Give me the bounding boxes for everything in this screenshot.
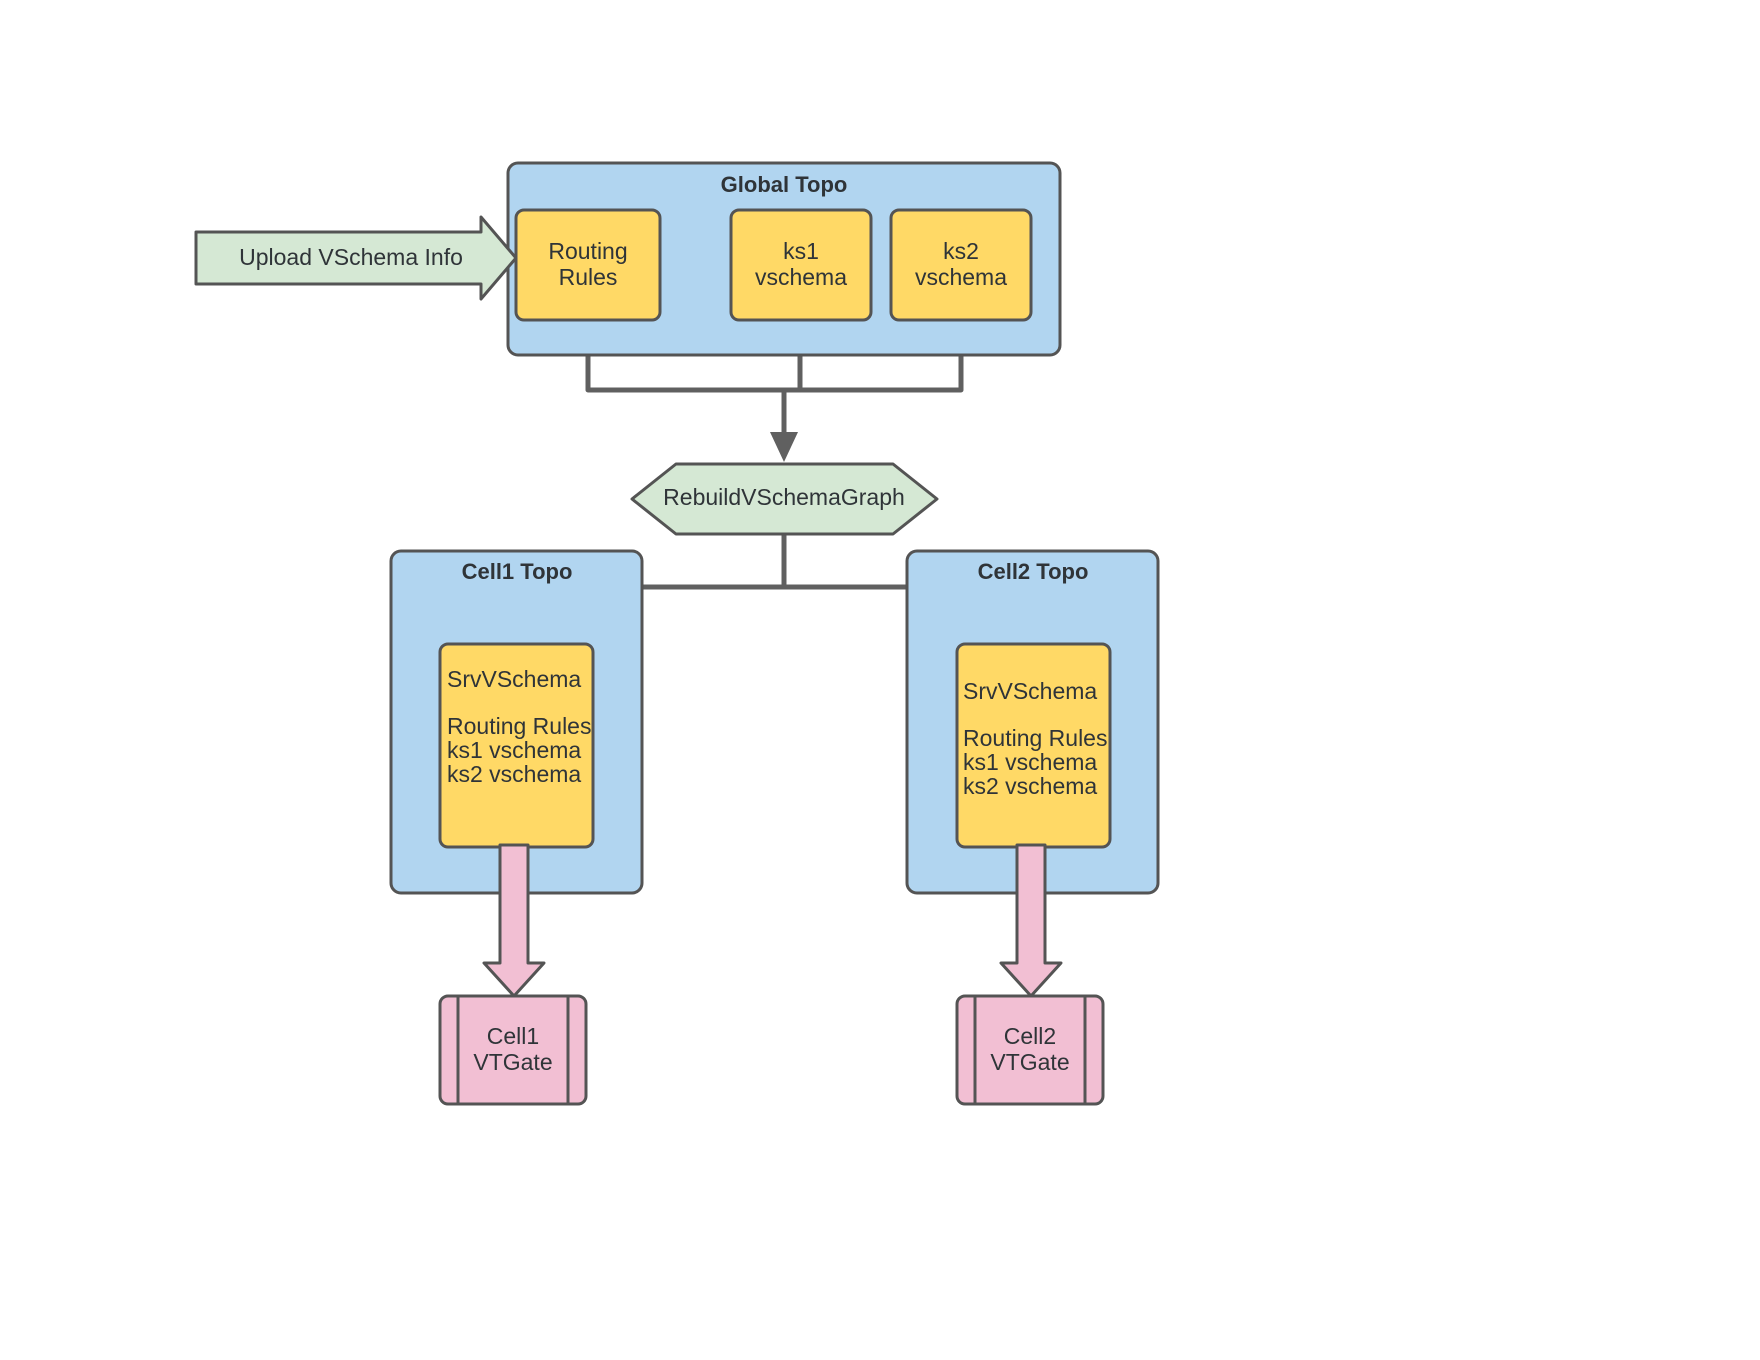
cell2-srvvschema-node[interactable]: SrvVSchema Routing Rules ks1 vschema ks2…	[955, 642, 1112, 849]
node-ks2-vschema[interactable]: ks2 vschema	[889, 208, 1033, 322]
cell1-topo-title: Cell1 Topo	[462, 559, 573, 584]
cell2-srvvschema-line-1: ks1 vschema	[963, 749, 1097, 775]
cell2-vtgate-node[interactable]: Cell2 VTGate	[955, 994, 1105, 1106]
cell1-topo-container[interactable]: Cell1 Topo SrvVSchema Routing Rules ks1 …	[389, 549, 644, 895]
routing-rules-box	[514, 208, 662, 322]
cell1-srvvschema-heading: SrvVSchema	[447, 666, 581, 692]
rebuild-vschema-graph-label: RebuildVSchemaGraph	[663, 484, 905, 510]
upload-arrow-label: Upload VSchema Info	[239, 244, 463, 270]
cell2-srvvschema-line-0: Routing Rules	[963, 725, 1107, 751]
rebuild-vschema-graph-process[interactable]: RebuildVSchemaGraph	[630, 462, 939, 536]
cell2-srvvschema-line-2: ks2 vschema	[963, 773, 1097, 799]
cell2-srvvschema-to-vtgate-arrow	[999, 843, 1063, 998]
ks1-vschema-label-line1: ks1	[783, 238, 819, 264]
node-ks1-vschema[interactable]: ks1 vschema	[729, 208, 873, 322]
arrowhead-rebuild-input	[770, 432, 798, 462]
cell1-srvvschema-line-2: ks2 vschema	[447, 761, 581, 787]
upload-arrow-shape	[194, 215, 518, 301]
routing-rules-label-line2: Rules	[559, 264, 618, 290]
cell2-vtgate-label-line1: Cell2	[1004, 1023, 1056, 1049]
cell1-srvvschema-line-1: ks1 vschema	[447, 737, 581, 763]
routing-rules-label-line1: Routing	[548, 238, 627, 264]
ks2-vschema-label-line2: vschema	[915, 264, 1007, 290]
node-routing-rules[interactable]: Routing Rules	[514, 208, 662, 322]
global-topo-container[interactable]: Global Topo Routing Rules ks1 vschema ks…	[506, 161, 1062, 357]
cell1-vtgate-label-line2: VTGate	[473, 1049, 552, 1075]
ks2-vschema-label-line1: ks2	[943, 238, 979, 264]
cell2-vtgate-label-line2: VTGate	[990, 1049, 1069, 1075]
cell2-topo-title: Cell2 Topo	[978, 559, 1089, 584]
cell1-srvvschema-to-vtgate-arrow	[482, 843, 546, 998]
cell2-topo-container[interactable]: Cell2 Topo SrvVSchema Routing Rules ks1 …	[905, 549, 1160, 895]
rebuild-hexagon-shape	[630, 462, 939, 536]
cell1-vtgate-shape	[438, 994, 588, 1106]
cell2-srvvschema-heading: SrvVSchema	[963, 678, 1097, 704]
cell1-vtgate-label-line1: Cell1	[487, 1023, 539, 1049]
cell1-vtgate-node[interactable]: Cell1 VTGate	[438, 994, 588, 1106]
ks1-vschema-box	[729, 208, 873, 322]
cell1-srvvschema-line-0: Routing Rules	[447, 713, 591, 739]
ks1-vschema-label-line2: vschema	[755, 264, 847, 290]
cell2-vtgate-shape	[955, 994, 1105, 1106]
ks2-vschema-box	[889, 208, 1033, 322]
cell1-srvvschema-node[interactable]: SrvVSchema Routing Rules ks1 vschema ks2…	[438, 642, 595, 849]
global-topo-title: Global Topo	[721, 172, 848, 197]
upload-vschema-arrow[interactable]: Upload VSchema Info	[194, 215, 518, 301]
